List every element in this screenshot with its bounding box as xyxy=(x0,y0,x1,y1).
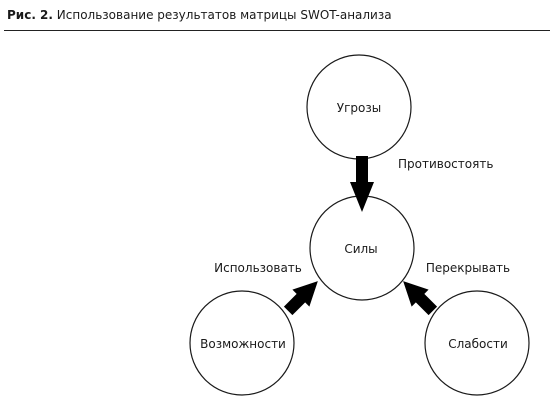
weaknesses-label: Слабости xyxy=(448,337,508,351)
counter-arrow xyxy=(350,156,374,212)
caption-divider xyxy=(4,30,550,31)
strengths-label: Силы xyxy=(344,242,377,256)
figure-caption: Рис. 2. Использование результатов матриц… xyxy=(7,7,392,23)
opportunities-circle xyxy=(189,290,295,396)
opportunities-label: Возможности xyxy=(200,337,286,351)
threats-label: Угрозы xyxy=(337,101,381,115)
cover-label: Перекрывать xyxy=(426,261,510,275)
figure-number: Рис. 2. xyxy=(7,8,53,22)
use-arrow xyxy=(283,281,318,316)
figure-title: Использование результатов матрицы SWOT-а… xyxy=(56,8,392,22)
cover-arrow xyxy=(403,281,438,316)
use-label: Использовать xyxy=(214,261,302,275)
counter-label: Противостоять xyxy=(398,157,493,171)
weaknesses-circle xyxy=(424,290,530,396)
